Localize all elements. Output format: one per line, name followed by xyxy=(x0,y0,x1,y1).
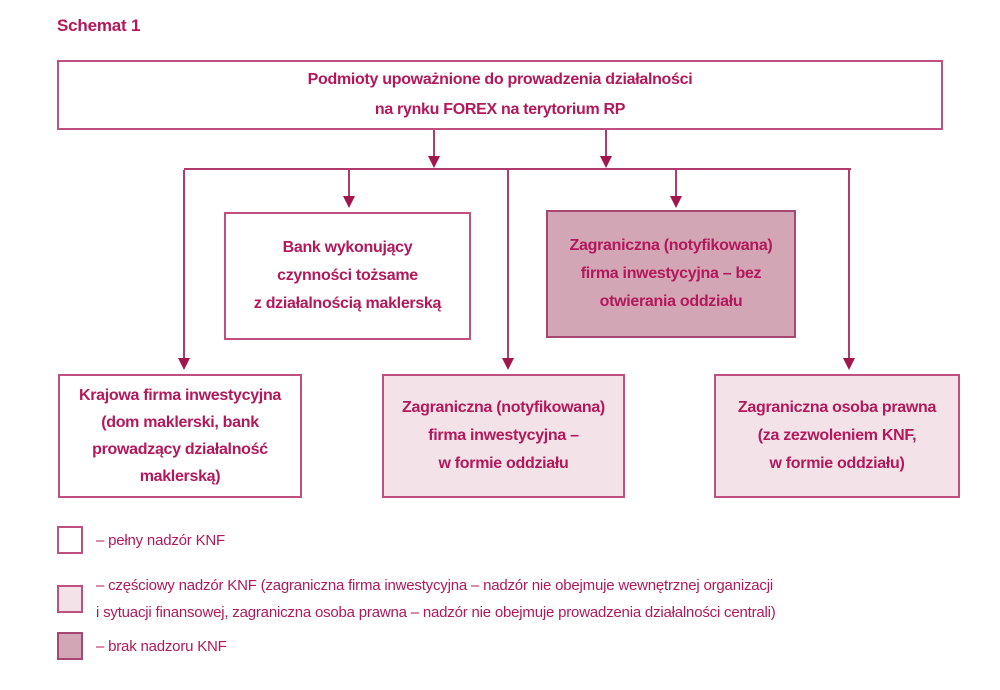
arrowhead-root-right xyxy=(600,156,612,168)
diagram-title: Schemat 1 xyxy=(57,16,141,35)
legend-swatch-none xyxy=(57,632,83,660)
legend-item-none: – brak nadzoru KNF xyxy=(57,630,227,662)
connector-to-foreign-branch xyxy=(507,170,509,358)
connector-to-foreign-legal xyxy=(848,170,850,358)
arrowhead-to-foreign-branch xyxy=(502,358,514,370)
connector-root-right xyxy=(605,130,607,158)
legend-label-full: – pełny nadzór KNF xyxy=(96,531,225,549)
connector-to-domestic xyxy=(183,170,185,358)
arrowhead-to-foreign-legal xyxy=(843,358,855,370)
node-foreign-legal: Zagraniczna osoba prawna (za zezwoleniem… xyxy=(714,374,960,498)
node-bank: Bank wykonujący czynności tożsame z dzia… xyxy=(224,212,471,340)
connector-to-bank xyxy=(348,170,350,196)
legend-label-partial: – częściowy nadzór KNF (zagraniczna firm… xyxy=(96,577,776,621)
connector-distribution-bar xyxy=(184,168,851,170)
legend-swatch-full xyxy=(57,526,83,554)
node-root: Podmioty upoważnione do prowadzenia dzia… xyxy=(57,60,943,130)
arrowhead-root-left xyxy=(428,156,440,168)
legend-item-full: – pełny nadzór KNF xyxy=(57,524,225,556)
arrowhead-to-bank xyxy=(343,196,355,208)
arrowhead-to-domestic xyxy=(178,358,190,370)
connector-root-left xyxy=(433,130,435,158)
legend-label-none: – brak nadzoru KNF xyxy=(96,637,227,655)
legend-swatch-partial xyxy=(57,585,83,613)
legend-item-partial: – częściowy nadzór KNF (zagraniczna firm… xyxy=(57,571,776,627)
node-foreign-branch: Zagraniczna (notyfikowana) firma inwesty… xyxy=(382,374,625,498)
connector-to-foreign-no-branch xyxy=(675,170,677,196)
arrowhead-to-foreign-no-branch xyxy=(670,196,682,208)
node-foreign-no-branch: Zagraniczna (notyfikowana) firma inwesty… xyxy=(546,210,796,338)
node-domestic: Krajowa firma inwestycyjna (dom maklersk… xyxy=(58,374,302,498)
